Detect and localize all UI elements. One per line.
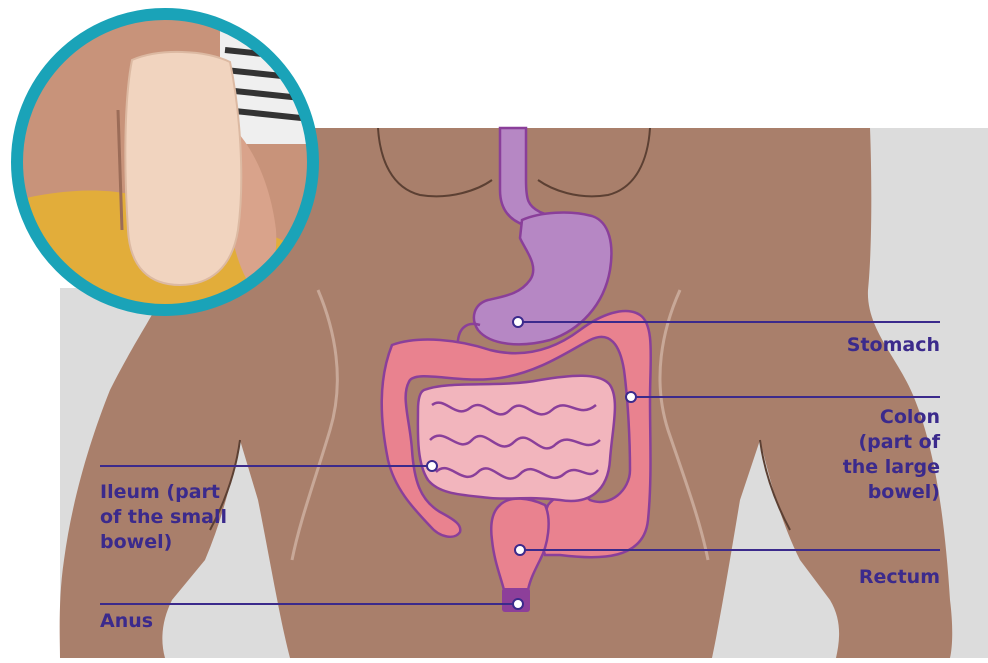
ostomy-pouch-photo <box>17 14 320 314</box>
photo-pouch <box>125 52 241 285</box>
label-stomach: Stomach <box>800 333 940 358</box>
label-colon: Colon (part of the large bowel) <box>800 405 940 505</box>
leader-dot-anus <box>513 599 523 609</box>
label-ileum: Ileum (part of the small bowel) <box>100 480 260 555</box>
leader-dot-stomach <box>513 317 523 327</box>
label-rectum: Rectum <box>800 565 940 590</box>
leader-dot-colon <box>626 392 636 402</box>
leader-dot-ileum <box>427 461 437 471</box>
leader-dot-rectum <box>515 545 525 555</box>
label-anus: Anus <box>100 609 260 634</box>
